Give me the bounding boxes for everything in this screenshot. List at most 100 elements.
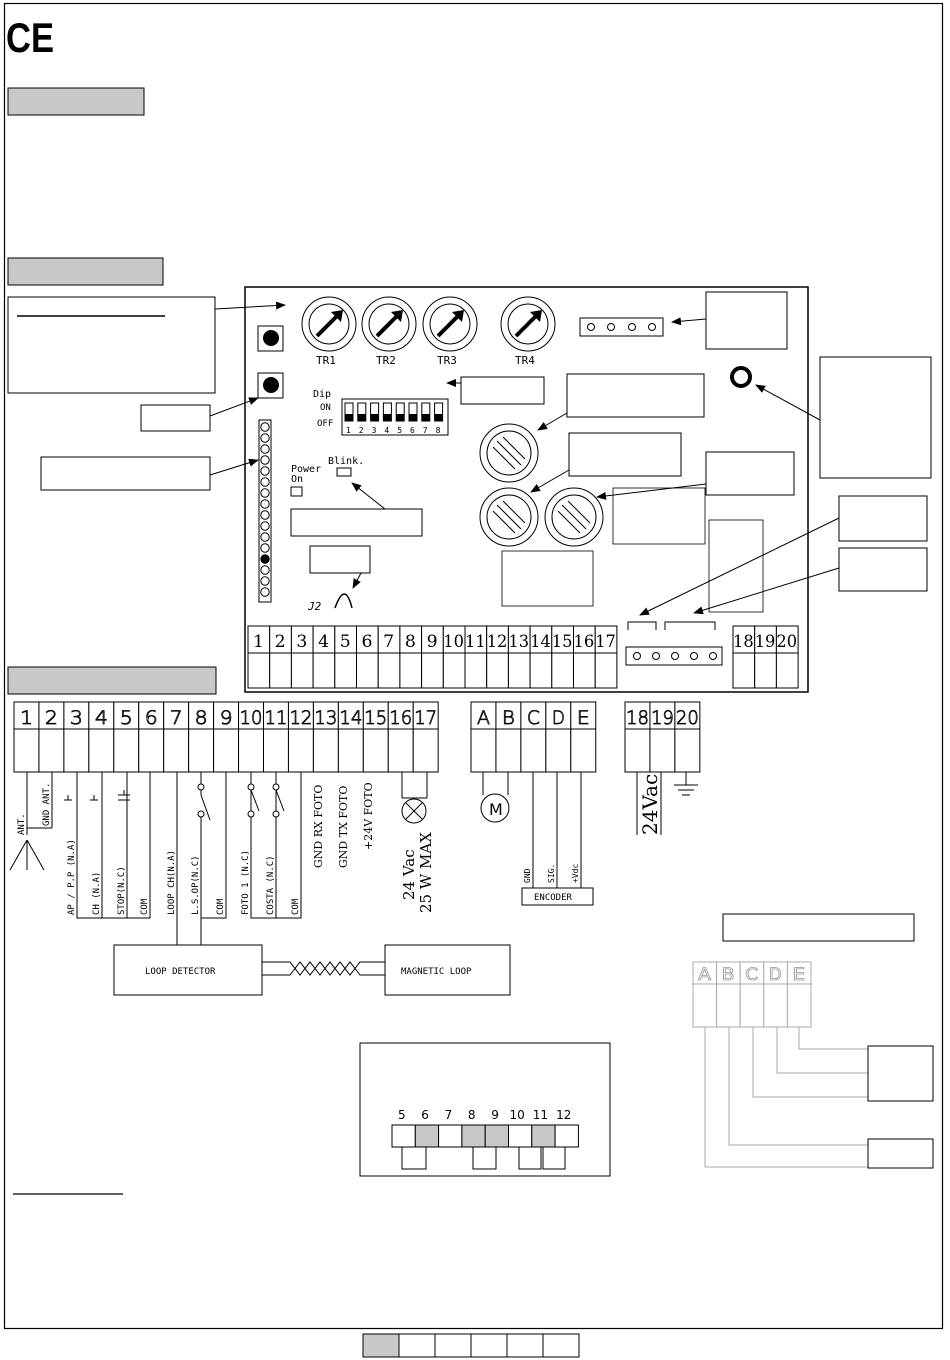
label-motor: M	[489, 800, 503, 819]
wiring-terminal-label-14: 14	[339, 707, 362, 729]
led-15	[260, 576, 270, 586]
trimmer-3: TR3	[422, 296, 478, 367]
wiring-terminal-label-6: 6	[145, 707, 158, 729]
dip-off-label: OFF	[317, 419, 333, 429]
encoder-detail-label-B: B	[722, 965, 735, 985]
supply-terminal-label-19: 19	[651, 707, 674, 729]
encoder-detail-box-2	[867, 1138, 934, 1169]
wiring-terminal-15	[362, 701, 389, 773]
page-border	[3, 2, 944, 1330]
led-1	[260, 422, 270, 432]
board-terminal-label-18: 18	[733, 632, 754, 652]
callouts	[7, 291, 932, 592]
encoder-terminal-label-B: B	[502, 707, 515, 729]
supply-terminal-19	[649, 701, 676, 773]
wiring-terminal-11	[263, 701, 289, 773]
led-9	[260, 510, 270, 520]
connector-detail-cell-11	[531, 1124, 556, 1148]
connector-detail-cell-12	[554, 1124, 579, 1148]
page-indicator	[362, 1333, 580, 1358]
encoder-detail-box-1	[867, 1045, 934, 1102]
encoder-detail-label-D: D	[769, 965, 782, 985]
label-lsop: L.S.OP(N.C)	[191, 855, 201, 915]
transformer-block	[501, 550, 594, 607]
board-terminal-label-7: 7	[383, 632, 394, 652]
wiring-terminal-label-10: 10	[240, 707, 263, 729]
section-header-2	[7, 257, 164, 286]
encoder-detail-label-C: C	[745, 965, 758, 985]
label-com-3: COM	[291, 898, 301, 915]
callout-antenna	[819, 356, 932, 479]
connector-detail-label-10: 10	[510, 1108, 525, 1122]
dip-on-label: ON	[320, 403, 331, 413]
wiring-terminal-12	[287, 701, 314, 773]
board-terminal-label-15: 15	[552, 632, 573, 652]
label-loop-ch: LOOP CH(N.A)	[167, 850, 177, 915]
supply-terminal-label-18: 18	[626, 707, 649, 729]
section-header-1	[7, 87, 145, 116]
encoder-terminal-label-C: C	[527, 707, 540, 729]
board-terminal-label-10: 10	[443, 632, 464, 652]
wiring-terminal-17	[412, 701, 439, 773]
callout-button	[140, 404, 211, 432]
encoder-terminal-A	[470, 701, 497, 773]
blink-label: Blink.	[328, 456, 364, 467]
wiring-terminal-13	[312, 701, 339, 773]
connector-detail-cell-8	[461, 1124, 486, 1148]
trimmer-4: TR4	[500, 296, 556, 367]
led-12	[260, 543, 270, 553]
relay-1	[612, 487, 706, 545]
callout-blink	[290, 508, 423, 537]
dip-number-5: 5	[397, 426, 402, 435]
trimmer-label-1: TR1	[316, 354, 336, 367]
wiring-terminal-label-17: 17	[414, 707, 437, 729]
board-terminal-label-2: 2	[275, 632, 286, 652]
board-terminal-label-8: 8	[405, 632, 416, 652]
wiring-terminal-label-9: 9	[220, 707, 233, 729]
magnetic-loop-box	[384, 944, 511, 996]
board-terminal-label-3: 3	[296, 632, 307, 652]
led-6	[260, 477, 270, 487]
magnetic-loop-label: MAGNETIC LOOP	[401, 967, 472, 977]
wiring-terminal-label-5: 5	[120, 707, 133, 729]
board-terminal-label-12: 12	[487, 632, 508, 652]
board-terminal-label-14: 14	[530, 632, 551, 652]
callout-connector-a	[838, 495, 928, 542]
label-com-2: COM	[216, 898, 226, 915]
board-terminal-label-16: 16	[574, 632, 595, 652]
led-16	[260, 587, 270, 597]
encoder-terminal-E	[570, 701, 597, 773]
dip-number-2: 2	[359, 426, 364, 435]
wiring-terminal-label-15: 15	[364, 707, 387, 729]
supply-terminal-20	[674, 701, 701, 773]
encoder-box	[521, 887, 594, 906]
encoder-detail-label-E: E	[792, 965, 805, 985]
dip-title: Dip	[313, 389, 331, 400]
board-terminal-label-5: 5	[340, 632, 351, 652]
power-on-label: On	[291, 474, 303, 485]
wiring-terminal-16	[387, 701, 414, 773]
board-terminal-label-19: 19	[755, 632, 776, 652]
board-terminal-17	[594, 625, 618, 689]
fuse-2	[479, 487, 539, 547]
wiring-terminal-5	[113, 701, 140, 773]
connector-detail-label-8: 8	[468, 1108, 476, 1122]
supply-terminal-18	[624, 701, 651, 773]
connector-4pin	[579, 317, 664, 337]
board-terminal-label-11: 11	[465, 632, 486, 652]
encoder-detail-label-A: A	[698, 965, 711, 985]
board-terminal-label-13: 13	[508, 632, 529, 652]
power-label: Power	[291, 464, 321, 475]
callout-j2	[309, 545, 371, 574]
callout-connector-b	[838, 547, 928, 592]
board-terminal-label-9: 9	[427, 632, 438, 652]
wiring-terminal-label-1: 1	[20, 707, 33, 729]
trimmer-label-4: TR4	[515, 354, 535, 367]
led-5	[260, 466, 270, 476]
antenna-ring	[730, 366, 752, 388]
wiring-terminal-label-7: 7	[170, 707, 183, 729]
wiring-terminal-label-8: 8	[195, 707, 208, 729]
